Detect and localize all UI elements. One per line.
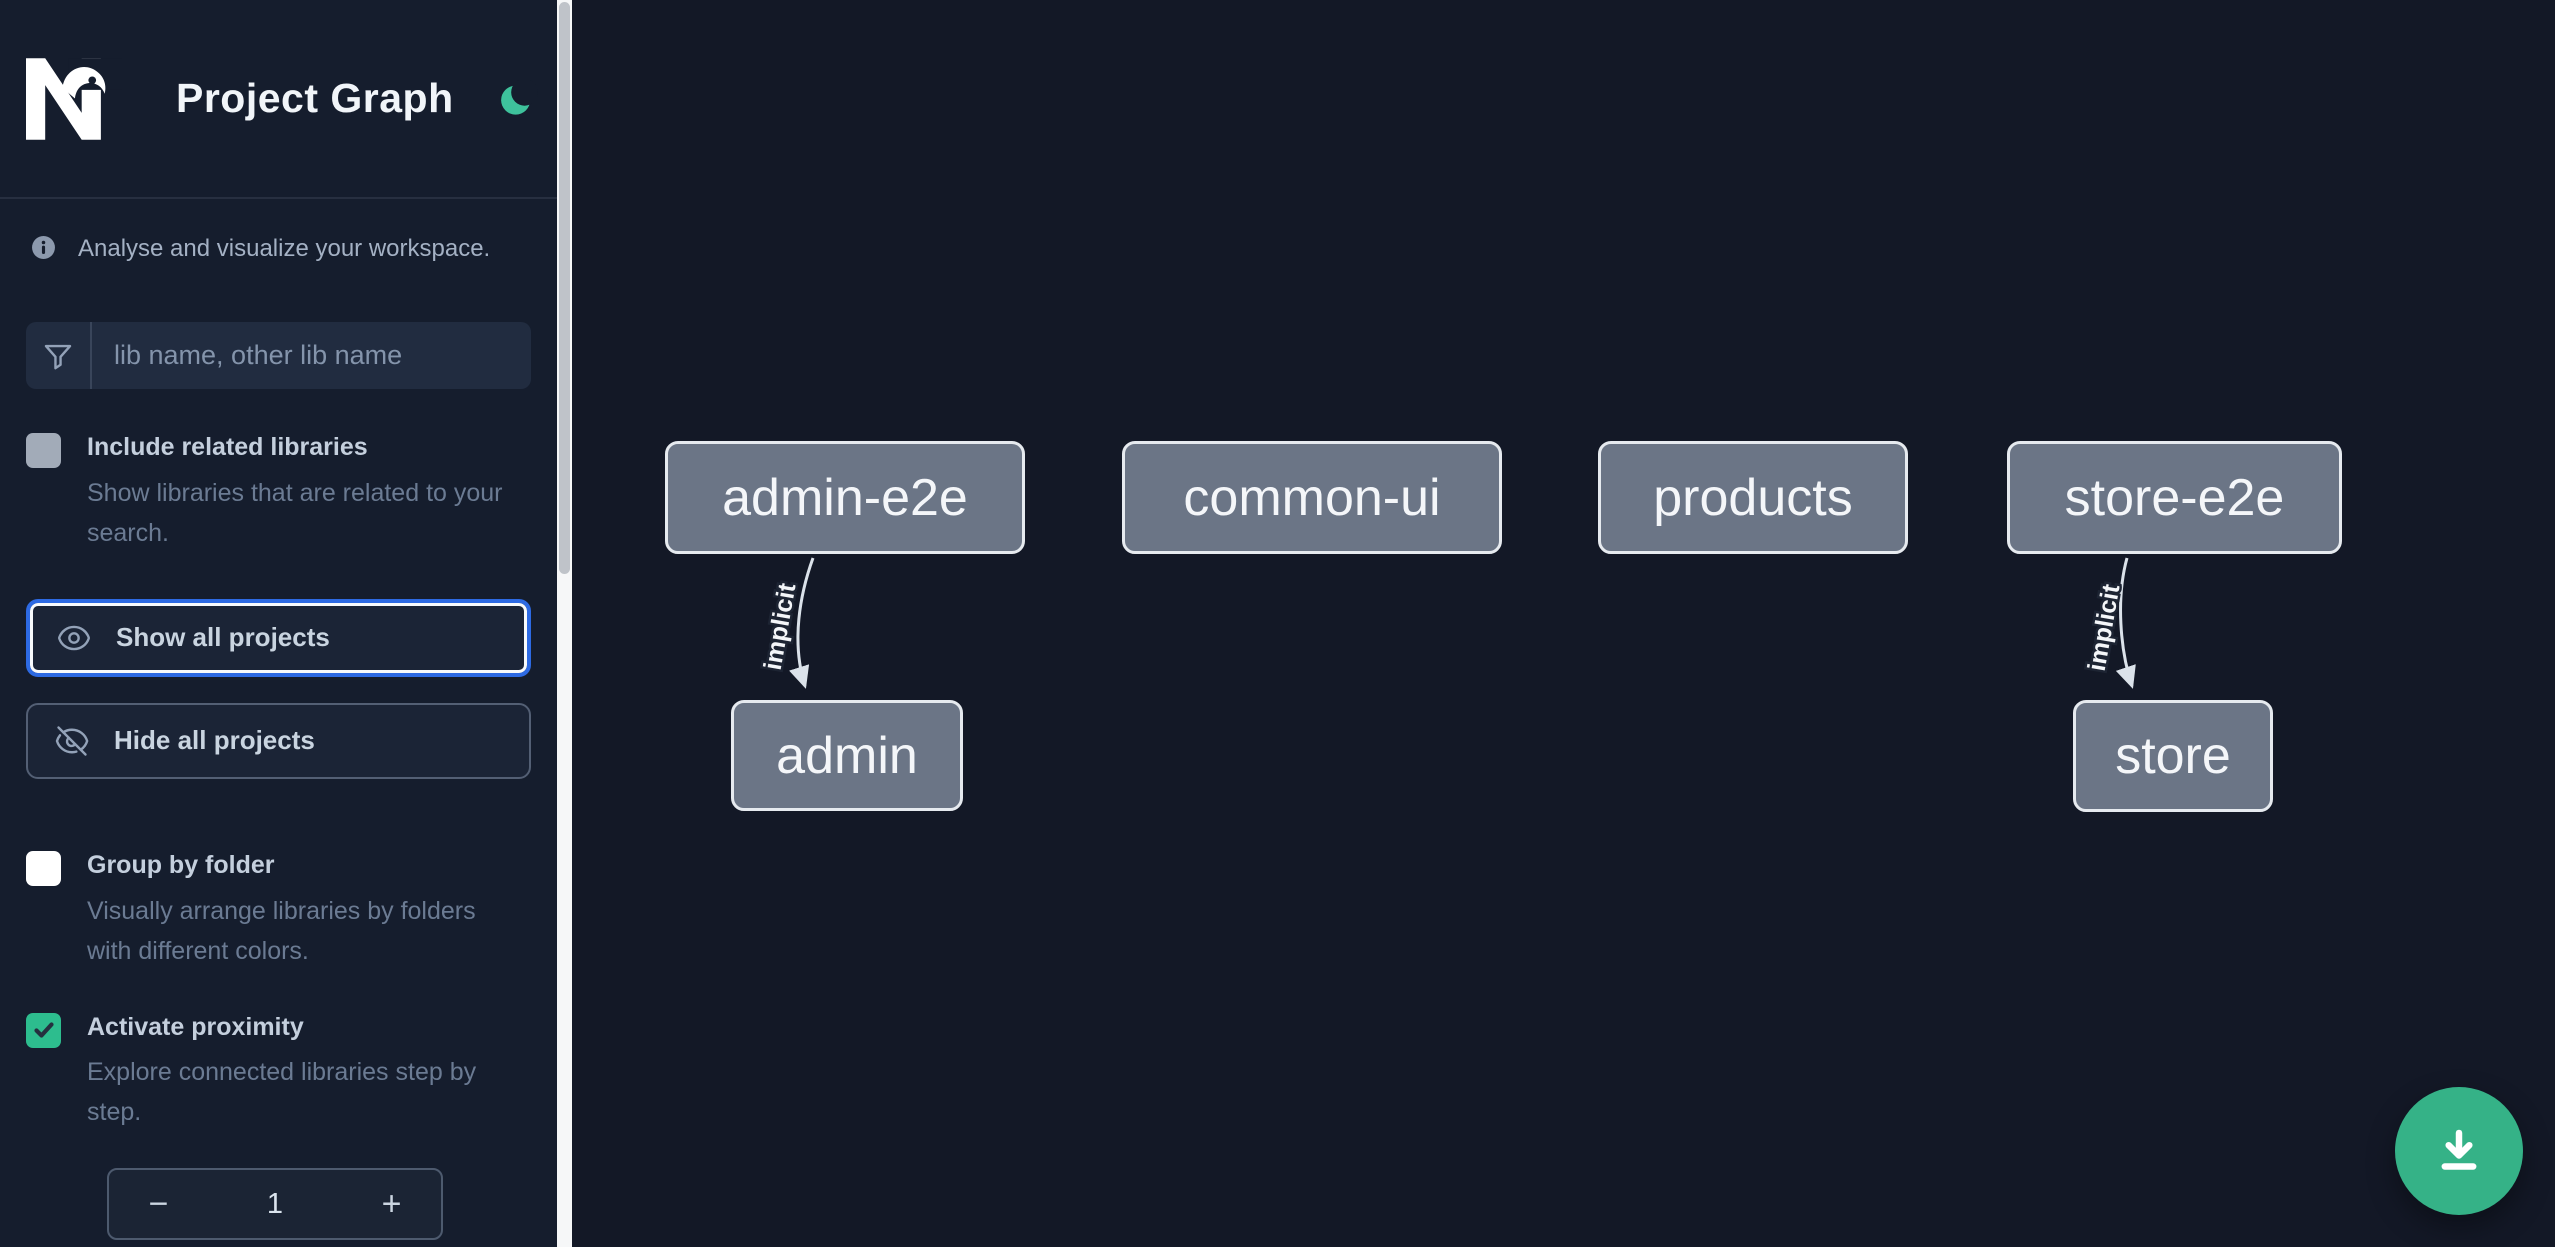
activate-proximity-description: Explore connected libraries step by step…: [87, 1058, 477, 1127]
moon-icon: [500, 79, 538, 115]
sidebar: Project Graph Analyse and visualize your…: [0, 0, 557, 1247]
group-by-folder-label[interactable]: Group by folder: [87, 850, 275, 879]
toggle-include-related: Include related libraries Show libraries…: [26, 431, 531, 553]
include-related-label[interactable]: Include related libraries: [87, 433, 368, 462]
proximity-depth-value: 1: [266, 1187, 284, 1220]
project-node-store-e2e[interactable]: store-e2e: [2007, 441, 2342, 554]
sidebar-header: Project Graph: [0, 0, 557, 199]
decrement-button[interactable]: −: [109, 1170, 208, 1238]
project-node-admin[interactable]: admin: [731, 700, 963, 811]
project-node-store[interactable]: store: [2073, 700, 2273, 812]
hide-all-projects-button[interactable]: Hide all projects: [26, 702, 531, 779]
include-related-checkbox[interactable]: [26, 433, 61, 469]
eye-slash-icon: [55, 726, 89, 756]
eye-icon: [58, 625, 90, 651]
proximity-depth-stepper: − 1 +: [107, 1168, 443, 1241]
edge-label-implicit: implicit: [759, 580, 802, 672]
download-graph-button[interactable]: [2395, 1087, 2523, 1215]
nx-logo-icon: [26, 57, 122, 140]
download-icon: [2441, 1129, 2477, 1170]
graph-edges: implicit implicit: [756, 557, 2136, 689]
page-title: Project Graph: [176, 75, 454, 121]
include-related-description: Show libraries that are related to your …: [87, 478, 503, 547]
workspace-info: Analyse and visualize your workspace.: [31, 233, 531, 264]
increment-button[interactable]: +: [342, 1170, 441, 1238]
edge-admin-e2e-admin: [789, 557, 815, 689]
info-icon: [32, 236, 55, 259]
filter-icon-cell: [26, 322, 92, 390]
show-all-projects-label: Show all projects: [116, 622, 330, 653]
theme-toggle-button[interactable]: [500, 79, 538, 119]
show-all-projects-button[interactable]: Show all projects: [26, 598, 531, 677]
hide-all-projects-label: Hide all projects: [114, 725, 315, 756]
group-by-folder-checkbox[interactable]: [26, 850, 61, 886]
checkmark-icon: [33, 1022, 54, 1038]
edge-label-implicit: implicit: [2083, 581, 2126, 673]
project-node-products[interactable]: products: [1598, 441, 1908, 554]
info-text: Analyse and visualize your workspace.: [78, 235, 491, 262]
search-input[interactable]: [92, 322, 531, 390]
project-node-admin-e2e[interactable]: admin-e2e: [665, 441, 1025, 554]
group-by-folder-description: Visually arrange libraries by folders wi…: [87, 896, 476, 965]
project-graph-canvas[interactable]: implicit implicit admin-e2e common-ui pr…: [572, 0, 2555, 1247]
filter-funnel-icon: [44, 344, 72, 370]
activate-proximity-checkbox[interactable]: [26, 1012, 61, 1048]
search-box: [26, 322, 531, 390]
project-node-common-ui[interactable]: common-ui: [1122, 441, 1502, 554]
edge-store-e2e-store: [2115, 557, 2136, 689]
toggle-activate-proximity: Activate proximity Explore connected lib…: [26, 1011, 531, 1133]
toggle-group-by-folder: Group by folder Visually arrange librari…: [26, 849, 531, 971]
sidebar-scrollbar[interactable]: [557, 0, 572, 1247]
activate-proximity-label[interactable]: Activate proximity: [87, 1012, 304, 1041]
sidebar-scrollbar-thumb[interactable]: [559, 2, 570, 574]
